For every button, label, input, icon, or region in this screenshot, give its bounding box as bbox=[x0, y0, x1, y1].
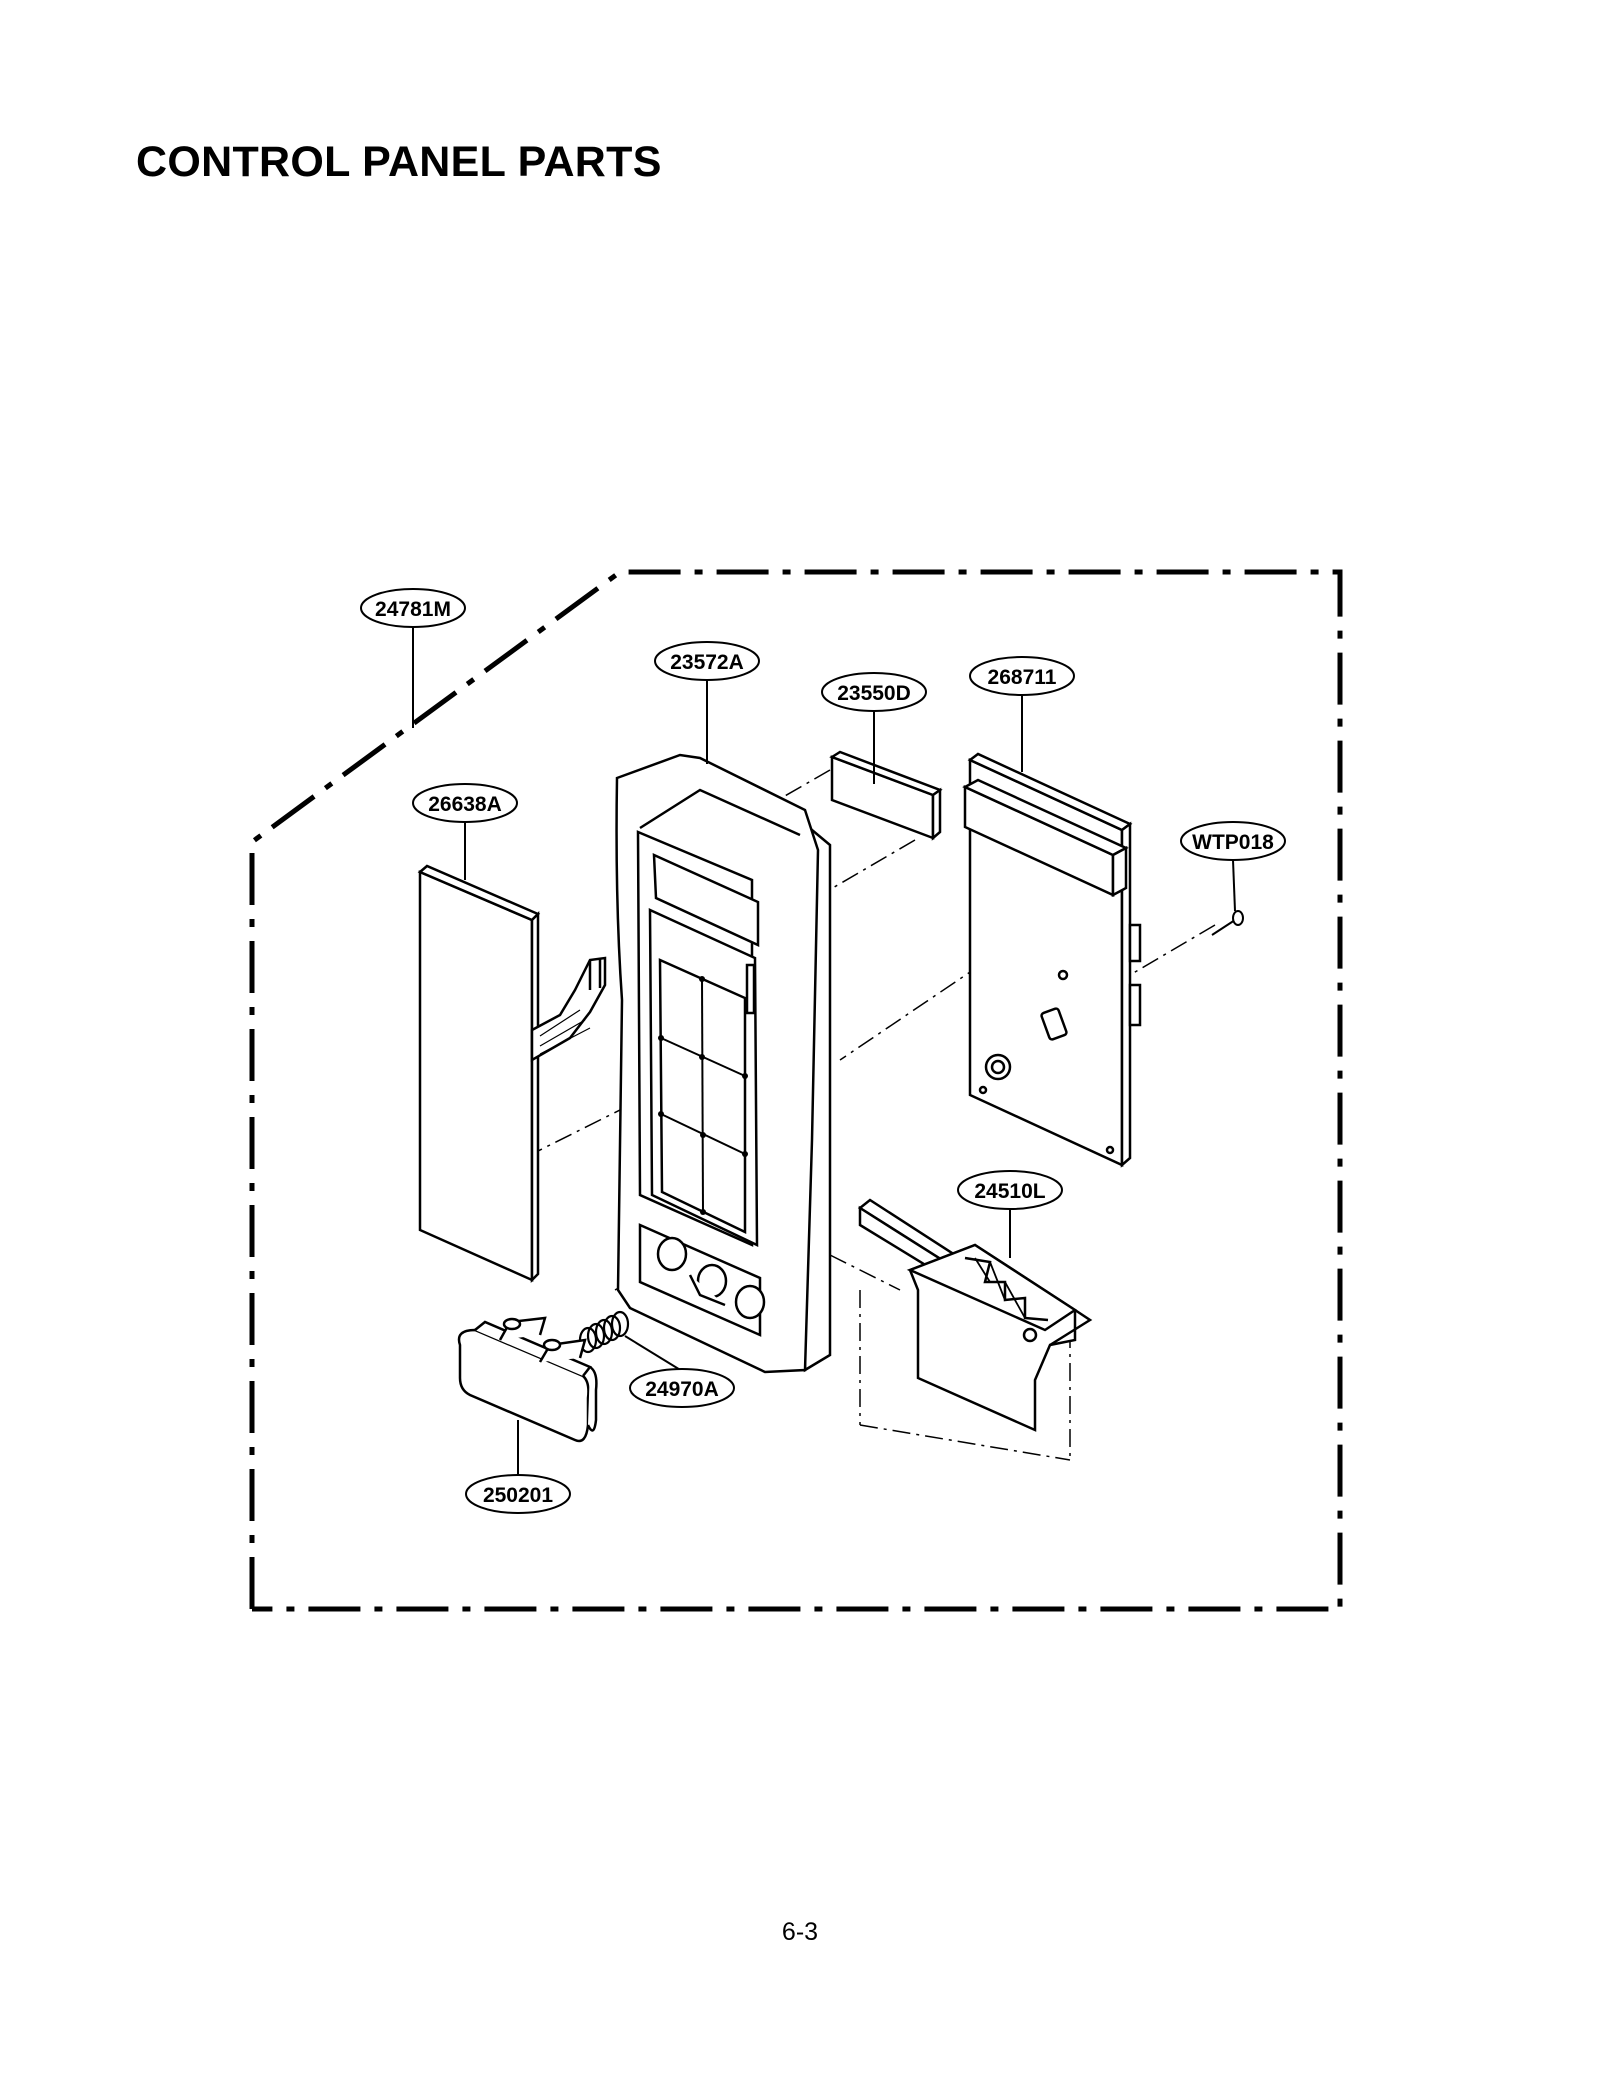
door-button-part bbox=[457, 1316, 598, 1443]
control-panel-frame-part bbox=[615, 753, 832, 1374]
label-text: WTP018 bbox=[1192, 831, 1274, 854]
label-text: 268711 bbox=[988, 666, 1057, 689]
assembly-boundary bbox=[249, 569, 1343, 1612]
part-label-door-button: 250201 bbox=[465, 1474, 571, 1514]
part-label-spring: 24970A bbox=[629, 1368, 735, 1408]
label-text: 26638A bbox=[428, 793, 502, 816]
label-text: 24510L bbox=[974, 1180, 1045, 1203]
label-text: 23572A bbox=[670, 651, 744, 674]
spring-part bbox=[578, 1310, 630, 1354]
part-label-frame: 24781M bbox=[360, 588, 466, 628]
label-text: 23550D bbox=[837, 682, 911, 705]
membrane-sheet-part bbox=[417, 864, 607, 1284]
window-part bbox=[829, 750, 943, 841]
part-label-pcb: 268711 bbox=[969, 656, 1075, 696]
part-label-screw: WTP018 bbox=[1180, 821, 1286, 861]
latch-lever-part bbox=[857, 1198, 1093, 1432]
pcb-part bbox=[962, 752, 1142, 1168]
screw-part bbox=[1211, 910, 1244, 936]
part-label-window: 23550D bbox=[821, 672, 927, 712]
label-leaders bbox=[412, 627, 1236, 1475]
label-text: 24781M bbox=[375, 598, 451, 621]
page-number: 6-3 bbox=[781, 1918, 819, 1946]
part-label-membrane-sheet: 26638A bbox=[412, 783, 518, 823]
page-title: CONTROL PANEL PARTS bbox=[136, 138, 662, 186]
part-label-latch-lever: 24510L bbox=[957, 1170, 1063, 1210]
label-text: 24970A bbox=[645, 1378, 719, 1401]
label-text: 250201 bbox=[483, 1484, 553, 1507]
part-label-panel-assembly: 23572A bbox=[654, 641, 760, 681]
